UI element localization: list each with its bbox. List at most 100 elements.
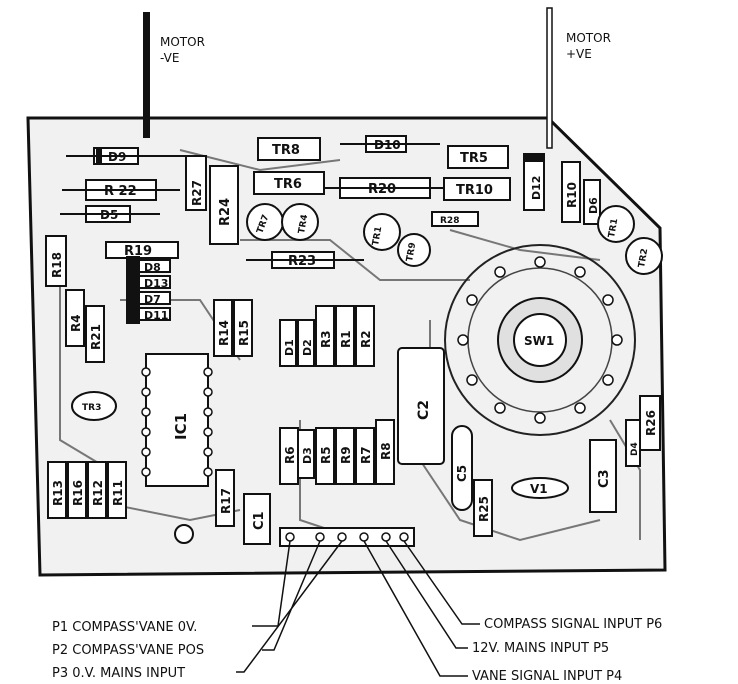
label-r16: R16: [71, 480, 85, 506]
d1-diode: [279, 319, 297, 367]
label-r1: R1: [339, 330, 353, 348]
label-tr10: TR10: [456, 183, 493, 198]
label-r11: R11: [111, 480, 125, 506]
r8-resistor: [375, 419, 395, 485]
label-d11: D11: [144, 309, 168, 322]
r3-resistor: [315, 305, 335, 367]
r13-resistor: [47, 461, 67, 519]
label-d4: D4: [630, 442, 640, 456]
mounting-hole: [174, 524, 194, 544]
motor-neg-label-1: MOTOR: [160, 35, 205, 49]
c2-capacitor: [397, 347, 445, 465]
label-d5: D5: [100, 208, 118, 222]
label-r21: R21: [89, 324, 103, 350]
tr4-transistor: [281, 203, 319, 241]
label-c2: C2: [416, 400, 432, 420]
motor-pos-label-2: +VE: [566, 47, 592, 61]
d6-diode: [583, 179, 601, 225]
label-r26: R26: [644, 410, 658, 436]
tr3-transistor: [71, 391, 117, 421]
r26-resistor: [639, 395, 661, 451]
r1-resistor: [335, 305, 355, 367]
c1-capacitor: [243, 493, 271, 545]
r16-resistor: [67, 461, 87, 519]
v1-varistor: [511, 477, 569, 499]
tr5-transistor: [447, 145, 509, 169]
label-d8: D8: [144, 261, 161, 274]
r10-resistor: [561, 161, 581, 223]
label-d7: D7: [144, 293, 161, 306]
label-r23: R23: [288, 254, 316, 269]
label-r8: R8: [379, 442, 393, 460]
r7-resistor: [355, 427, 375, 485]
label-d10: D10: [374, 138, 401, 152]
label-r6: R6: [283, 446, 297, 464]
tr8-transistor: [257, 137, 321, 161]
tr1-right-transistor: [597, 205, 635, 243]
d12-band: [524, 154, 544, 162]
label-r28: R28: [440, 216, 459, 226]
r2-resistor: [355, 305, 375, 367]
pin-label-p3: P3 0.V. MAINS INPUT: [52, 666, 185, 681]
r28-resistor: [431, 211, 479, 227]
r19-resistor: [105, 241, 179, 259]
r14-resistor: [213, 299, 233, 357]
label-tr8: TR8: [272, 143, 300, 158]
label-r22: R 22: [104, 184, 137, 199]
ic1-chip: [145, 353, 209, 487]
d3-diode: [297, 429, 315, 479]
label-tr5: TR5: [460, 151, 488, 166]
tr6-transistor: [253, 171, 325, 195]
label-r15: R15: [237, 320, 251, 346]
pin-label-p4: VANE SIGNAL INPUT P4: [472, 669, 622, 684]
tr1-left-transistor: [363, 213, 401, 251]
label-r2: R2: [359, 330, 373, 348]
r21-resistor: [85, 305, 105, 363]
label-sw1: SW1: [524, 334, 554, 348]
label-tr2: TR2: [637, 248, 650, 269]
motor-neg-label-2: -VE: [160, 51, 179, 65]
leader-lines: [236, 540, 480, 677]
label-r12: R12: [91, 480, 105, 506]
connector-block: [279, 527, 415, 547]
diode-stack: [126, 256, 171, 324]
label-d3: D3: [301, 447, 314, 464]
label-r5: R5: [319, 446, 333, 464]
pin-label-p6: COMPASS SIGNAL INPUT P6: [484, 617, 662, 632]
d2-diode: [297, 319, 315, 367]
label-tr6: TR6: [274, 177, 302, 192]
label-r7: R7: [359, 446, 373, 464]
label-r18: R18: [50, 252, 64, 278]
r11-resistor: [107, 461, 127, 519]
r4-resistor: [65, 289, 85, 347]
label-r9: R9: [339, 446, 353, 464]
label-r3: R3: [319, 330, 333, 348]
tr2-transistor: [625, 237, 663, 275]
label-r24: R24: [218, 198, 233, 226]
r18-resistor: [45, 235, 67, 287]
label-tr1-left: TR1: [371, 226, 384, 247]
pin-label-p5: 12V. MAINS INPUT P5: [472, 641, 609, 656]
r24-resistor: [209, 165, 239, 245]
label-d12: D12: [530, 176, 543, 200]
motor-pos-label-1: MOTOR: [566, 31, 611, 45]
r27-resistor: [185, 155, 207, 211]
label-r4: R4: [69, 314, 83, 332]
label-r20: R20: [368, 182, 396, 197]
label-r19: R19: [124, 244, 152, 259]
c5-capacitor: [451, 425, 473, 511]
label-c1: C1: [252, 511, 267, 530]
label-d1: D1: [283, 339, 296, 356]
motor-pos-lead: [546, 7, 553, 149]
label-tr4: TR4: [297, 214, 310, 235]
tr9-transistor: [397, 233, 431, 267]
label-c5: C5: [455, 465, 469, 482]
label-tr1-right: TR1: [607, 218, 620, 239]
motor-neg-lead: [143, 12, 150, 138]
r9-resistor: [335, 427, 355, 485]
label-ic1: IC1: [172, 413, 190, 440]
label-r10: R10: [565, 182, 579, 208]
label-d9: D9: [108, 150, 126, 164]
rotary-switch: [444, 244, 636, 436]
label-r13: R13: [51, 480, 65, 506]
